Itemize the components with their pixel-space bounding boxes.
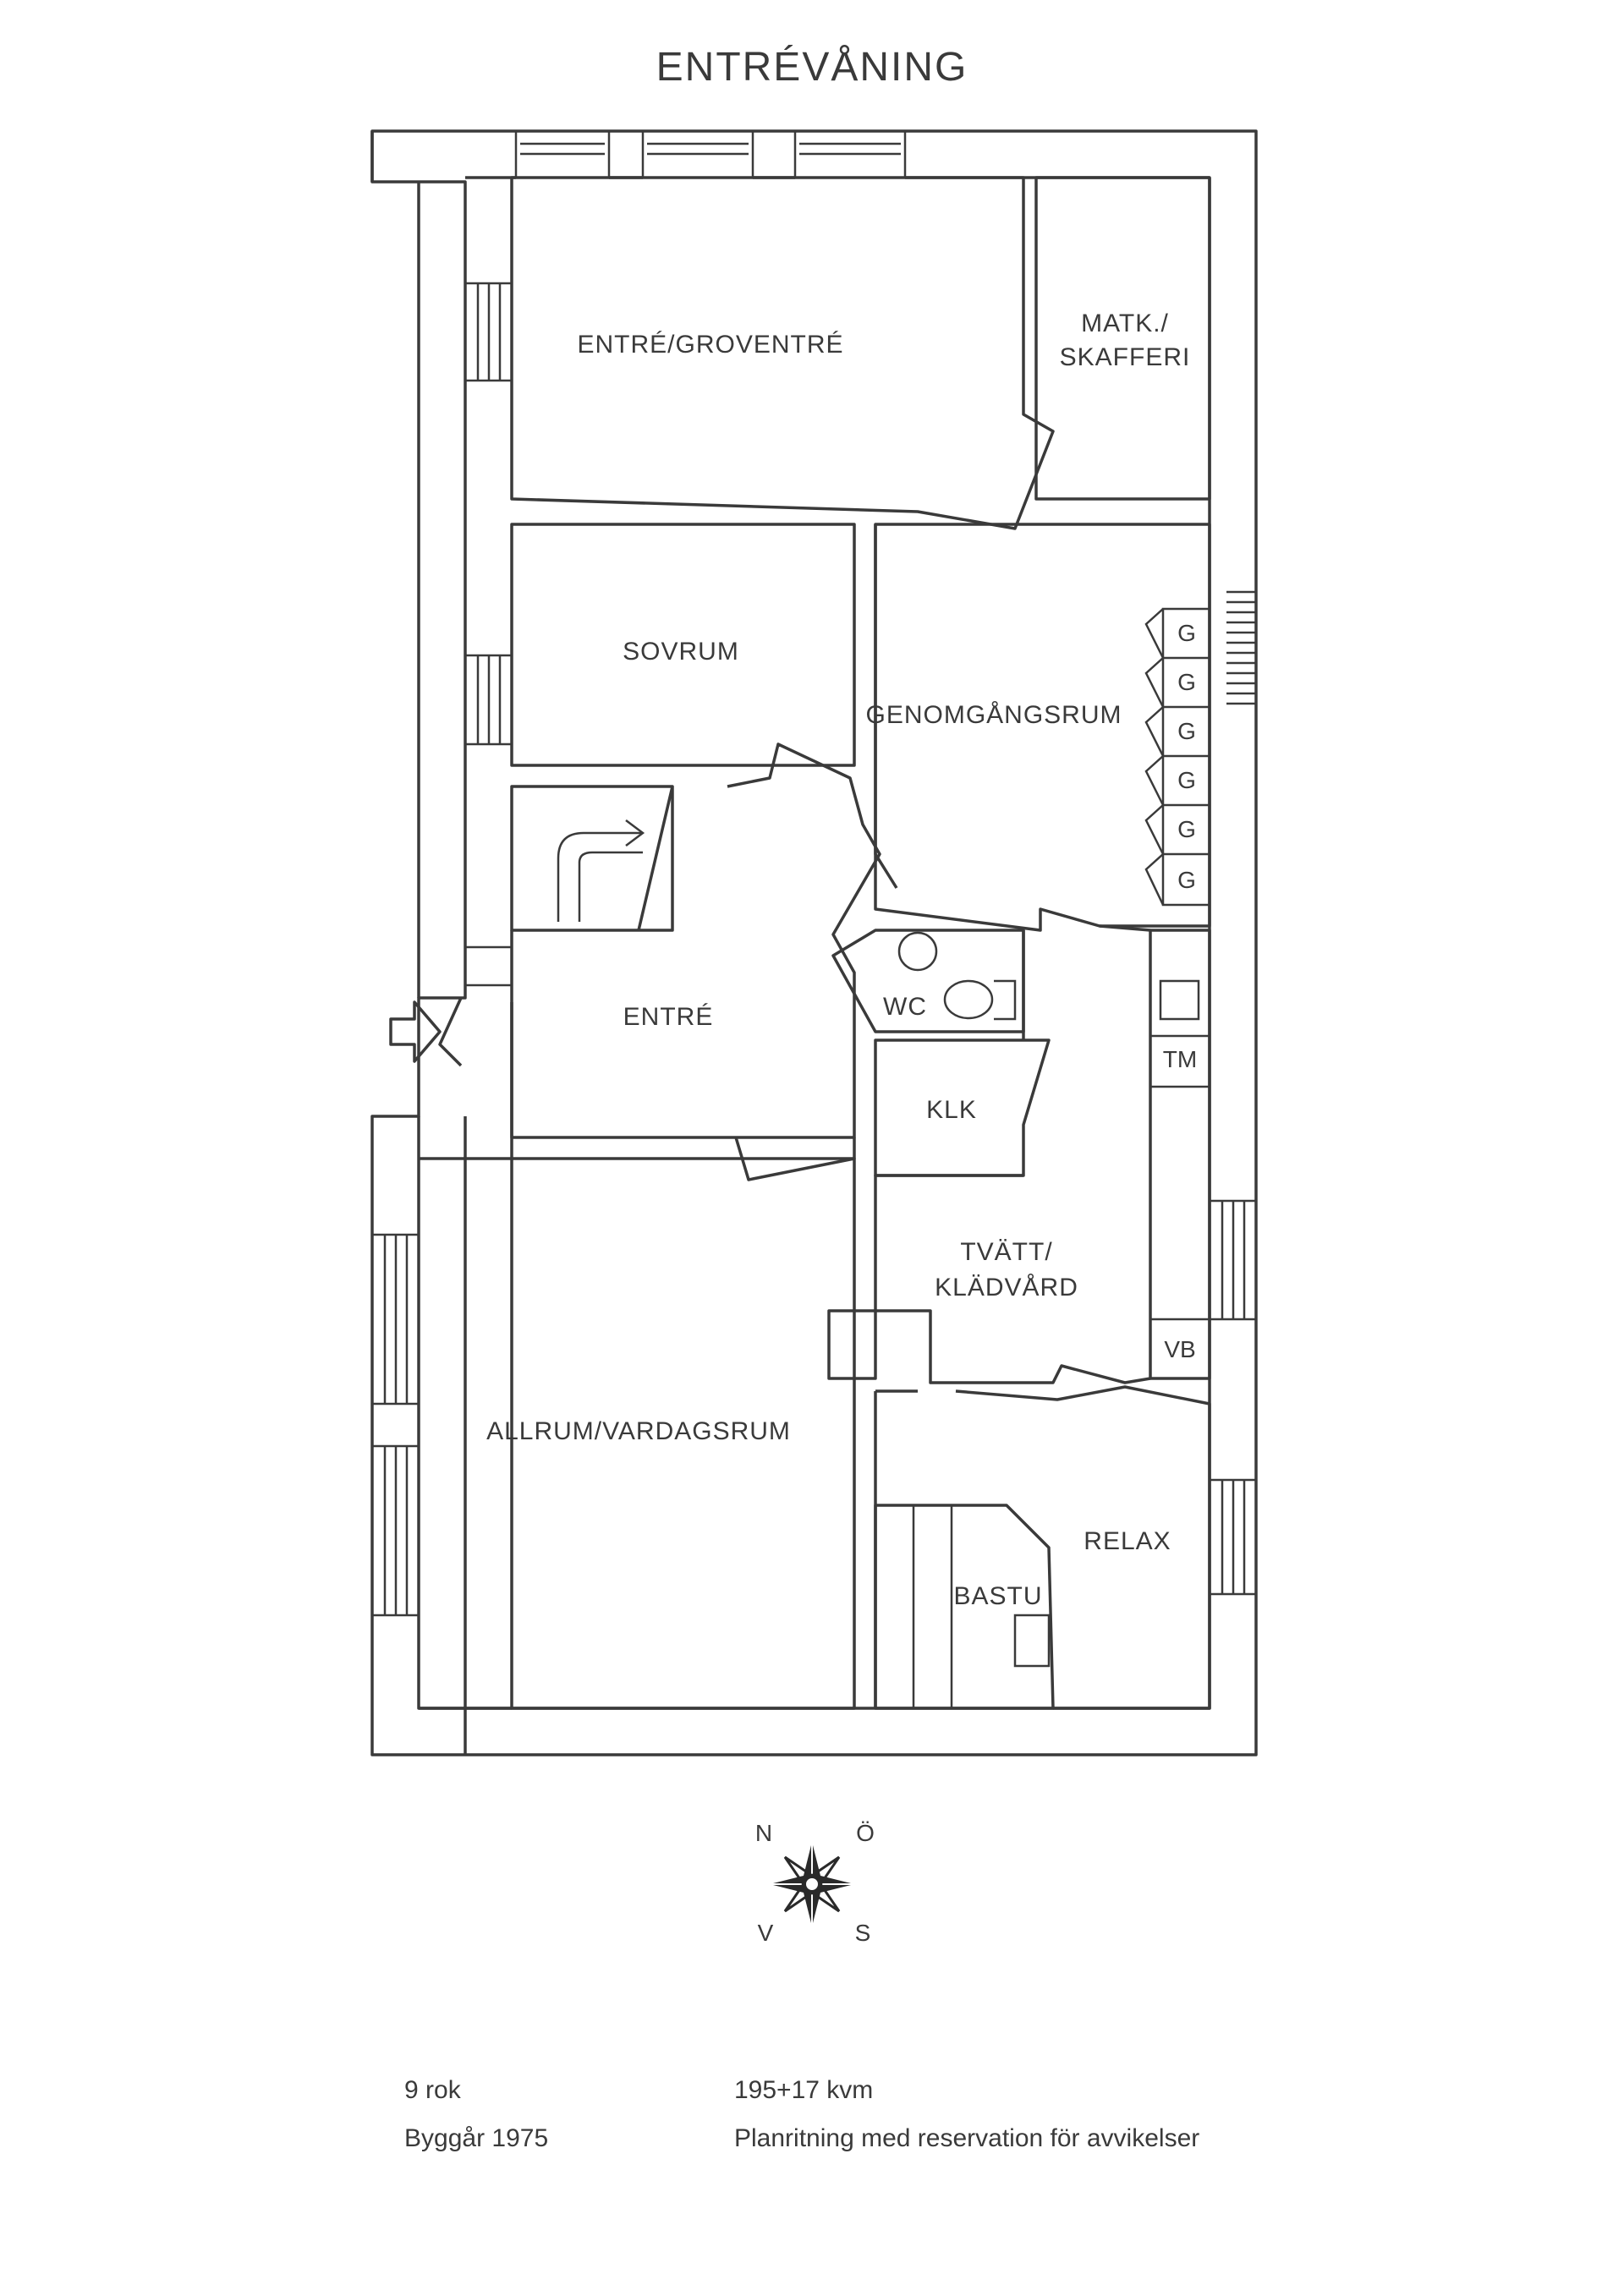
- label-entre-groventre: ENTRÉ/GROVENTRÉ: [577, 331, 843, 359]
- label-klk: KLK: [926, 1096, 977, 1124]
- info-rooms: 9 rok: [404, 2076, 461, 2104]
- label-wardrobe: G: [1177, 767, 1196, 793]
- room-wc: [831, 929, 1025, 1033]
- info-disclaimer: Planritning med reservation för avvikels…: [734, 2124, 1200, 2152]
- compass-v: V: [758, 1920, 774, 1946]
- plan-title: ENTRÉVÅNING: [656, 45, 968, 90]
- label-bastu: BASTU: [953, 1582, 1042, 1610]
- compass-rose-icon: [770, 1842, 854, 1926]
- entry-arrow-icon: [389, 1000, 442, 1063]
- compass-o: Ö: [856, 1820, 875, 1846]
- left-windows: [465, 282, 512, 987]
- right-stairs: [1226, 590, 1256, 705]
- label-vb: VB: [1164, 1336, 1195, 1362]
- room-tvatt: [827, 924, 1151, 1384]
- info-area: 195+17 kvm: [734, 2076, 874, 2104]
- label-wardrobe: G: [1177, 816, 1196, 842]
- label-tvatt-2: KLÄDVÅRD: [935, 1274, 1078, 1301]
- outer-walls: [370, 129, 1258, 1756]
- room-allrum: [372, 1157, 856, 1710]
- room-bastu: [874, 1504, 1055, 1710]
- room-matk-skafferi: [1034, 176, 1211, 501]
- label-wardrobe: G: [1177, 669, 1196, 695]
- label-tvatt-1: TVÄTT/: [960, 1238, 1052, 1266]
- room-entre-groventre: [510, 176, 1055, 530]
- room-klk: [874, 1038, 1051, 1177]
- room-relax: [874, 1385, 1256, 1710]
- wardrobes: [1144, 607, 1211, 907]
- room-sovrum: [510, 523, 856, 767]
- label-tm: TM: [1163, 1046, 1197, 1072]
- label-relax: RELAX: [1084, 1527, 1171, 1555]
- room-entre: [438, 743, 881, 1181]
- label-wc: WC: [883, 993, 927, 1021]
- label-genomgangsrum: GENOMGÅNGSRUM: [865, 701, 1122, 729]
- info-built: Byggår 1975: [404, 2124, 549, 2152]
- label-allrum: ALLRUM/VARDAGSRUM: [486, 1417, 791, 1445]
- compass-s: S: [855, 1920, 871, 1946]
- label-wardrobe: G: [1177, 620, 1196, 646]
- label-wardrobe: G: [1177, 718, 1196, 744]
- compass-n: N: [755, 1820, 772, 1846]
- label-entre: ENTRÉ: [623, 1003, 714, 1031]
- label-wardrobe: G: [1177, 867, 1196, 893]
- kitchen-strip: [1149, 929, 1256, 1380]
- top-windows: [465, 131, 1210, 179]
- label-matk-2: SKAFFERI: [1060, 343, 1191, 371]
- label-sovrum: SOVRUM: [623, 638, 739, 666]
- label-matk-1: MATK./: [1081, 310, 1169, 337]
- room-genomgangsrum: [874, 523, 1211, 932]
